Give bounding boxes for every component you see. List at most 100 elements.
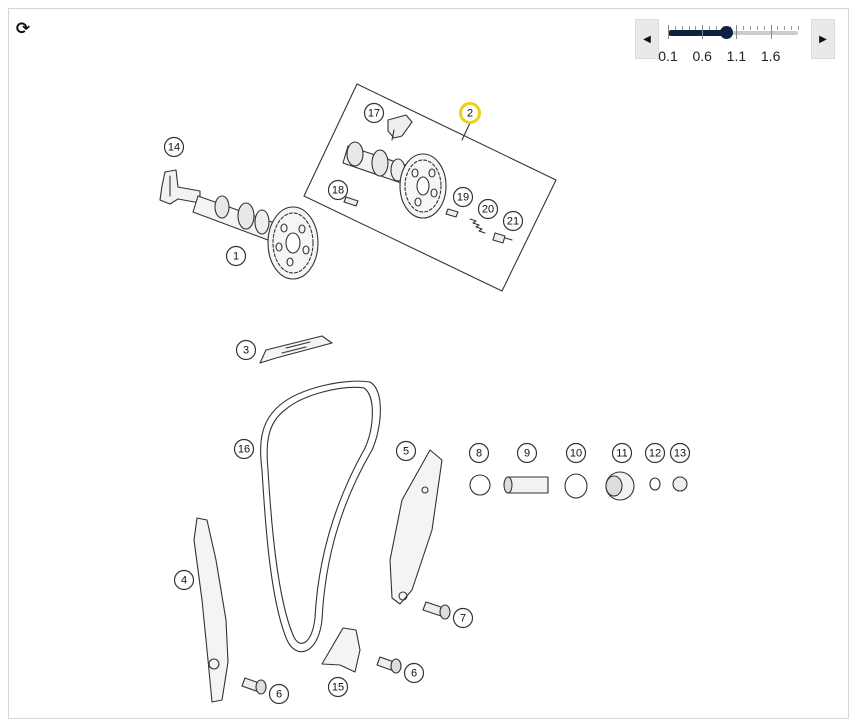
callout-circle[interactable] [327,179,349,201]
part-callout-7[interactable]: 7 [452,607,474,629]
tensioner-rail-drawing [389,449,443,605]
pin-small-drawing [445,208,459,218]
zoom-tick [777,26,779,30]
part-callout-11[interactable]: 11 [611,442,633,464]
callout-circle[interactable] [395,440,417,462]
zoom-tick [743,26,745,30]
zoom-tick [770,25,772,39]
callout-number: 10 [570,448,582,460]
zoom-tick [688,26,690,30]
chain-guide-plate-drawing [259,335,333,364]
callout-circle[interactable] [477,198,499,220]
zoom-tick [750,26,752,30]
zoom-slider-fill [668,30,727,36]
callout-circle[interactable] [233,438,255,460]
part-callout-6[interactable]: 6 [268,683,290,705]
tensioner-piston-drawing [503,476,549,494]
zoom-out-button[interactable]: ◀ [635,19,659,59]
part-callout-20[interactable]: 20 [477,198,499,220]
callout-circle[interactable] [644,442,666,464]
kit-leader-line [461,122,471,141]
zoom-slider-thumb[interactable] [720,26,734,39]
timing-chain-drawing [260,380,381,653]
zoom-tick-label: 1.1 [726,48,747,64]
bolt-short-lower-drawing [241,677,267,695]
callout-number: 8 [476,448,482,460]
zoom-tick [798,26,799,30]
callout-number: 19 [457,192,469,204]
callout-circle[interactable] [268,683,290,705]
part-callout-14[interactable]: 14 [163,136,185,158]
zoom-in-button[interactable]: ▶ [811,19,835,59]
sprocket-guide-drawing [321,627,361,673]
refresh-icon: ⟳ [15,19,31,39]
zoom-slider-track[interactable] [668,31,798,35]
part-callout-3[interactable]: 3 [235,339,257,361]
kit-frame [303,83,557,292]
callout-number: 2 [467,108,473,120]
callout-number: 14 [168,142,180,154]
part-callout-2[interactable]: 2 [459,102,481,124]
part-callout-17[interactable]: 17 [363,102,385,124]
part-callout-10[interactable]: 10 [565,442,587,464]
part-callout-8[interactable]: 8 [468,442,490,464]
washer-drawing [649,477,661,491]
refresh-button[interactable]: ⟳ [12,18,34,40]
callout-number: 13 [674,448,686,460]
zoom-tick [715,26,717,30]
guide-rail-drawing [193,517,229,703]
part-callout-6[interactable]: 6 [403,662,425,684]
part-callout-19[interactable]: 19 [452,186,474,208]
part-callout-15[interactable]: 15 [327,676,349,698]
part-callout-5[interactable]: 5 [395,440,417,462]
pin-drawing [343,196,359,207]
callout-circle[interactable] [327,676,349,698]
part-callout-13[interactable]: 13 [669,442,691,464]
callout-circle[interactable] [565,442,587,464]
callout-number: 11 [616,448,627,460]
callout-circle[interactable] [516,442,538,464]
callout-circle[interactable] [225,245,247,267]
zoom-tick [674,26,676,30]
zoom-tick [695,26,697,30]
bolt-short-drawing [376,656,402,674]
callout-circle[interactable] [363,102,385,124]
part-callout-18[interactable]: 18 [327,179,349,201]
part-callout-21[interactable]: 21 [502,210,524,232]
callout-number: 21 [507,216,519,228]
zoom-tick [668,25,669,39]
zoom-tick-label: 1.6 [760,48,781,64]
callout-number: 18 [332,185,344,197]
triangle-left-icon: ◀ [643,33,651,45]
callout-number: 6 [411,668,417,680]
exploded-view-panel [8,8,849,719]
zoom-tick-label: 0.1 [658,48,678,64]
part-callout-1[interactable]: 1 [225,245,247,267]
cam-bracket-drawing [159,169,201,205]
exhaust-camshaft-drawing [192,195,319,280]
callout-circle[interactable] [502,210,524,232]
callout-circle[interactable] [452,607,474,629]
callout-circle[interactable] [163,136,185,158]
part-callout-16[interactable]: 16 [233,438,255,460]
callout-circle[interactable] [452,186,474,208]
callout-circle[interactable] [669,442,691,464]
part-callout-4[interactable]: 4 [173,569,195,591]
callout-circle[interactable] [235,339,257,361]
nut-drawing [672,476,688,492]
callout-number: 12 [649,448,661,460]
part-callout-9[interactable]: 9 [516,442,538,464]
zoom-tick [681,26,683,30]
seal-ring-drawing [564,473,588,499]
callout-circle[interactable] [611,442,633,464]
callout-circle[interactable] [173,569,195,591]
zoom-tick [756,26,758,30]
callout-number: 9 [524,448,530,460]
callout-circle[interactable] [459,102,481,124]
part-callout-12[interactable]: 12 [644,442,666,464]
callout-circle[interactable] [468,442,490,464]
callout-circle[interactable] [403,662,425,684]
callout-number: 16 [238,444,250,456]
